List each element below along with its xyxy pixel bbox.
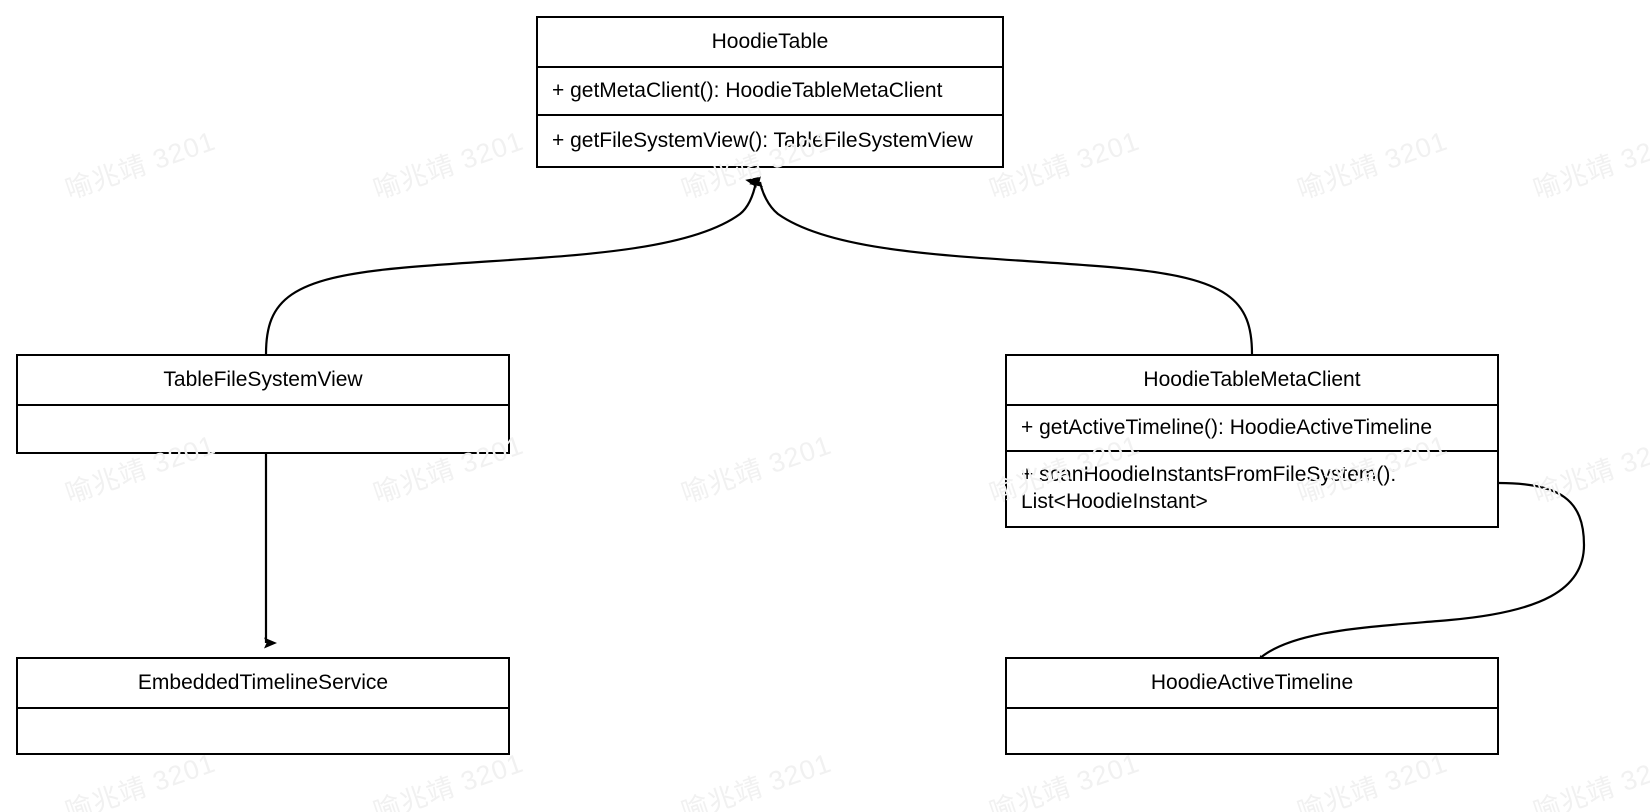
class-member-embedded-timeline-service-0 <box>18 709 508 753</box>
class-box-hoodie-active-timeline[interactable]: HoodieActiveTimeline <box>1005 657 1499 755</box>
class-member-hoodie-active-timeline-0 <box>1007 709 1497 753</box>
class-name-hoodie-table: HoodieTable <box>538 18 1002 68</box>
class-box-embedded-timeline-service[interactable]: EmbeddedTimelineService <box>16 657 510 755</box>
class-box-table-file-system-view[interactable]: TableFileSystemView <box>16 354 510 454</box>
class-name-hoodie-table-meta-client: HoodieTableMetaClient <box>1007 356 1497 406</box>
class-member-hoodie-table-0: + getMetaClient(): HoodieTableMetaClient <box>538 68 1002 116</box>
edge-hoodietablemetaclient-to-hoodietable <box>749 176 1254 355</box>
edge-tablefilesystemview-to-hoodietable <box>264 176 760 355</box>
class-box-hoodie-table-meta-client[interactable]: HoodieTableMetaClient + getActiveTimelin… <box>1005 354 1499 528</box>
class-name-embedded-timeline-service: EmbeddedTimelineService <box>18 659 508 709</box>
class-member-table-file-system-view-0 <box>18 406 508 452</box>
class-member-hoodie-table-1: + getFileSystemView(): TableFileSystemVi… <box>552 128 973 152</box>
class-member-hoodie-table-meta-client-1: + scanHoodieInstantsFromFileSystem(): Li… <box>1021 463 1397 513</box>
edge-hoodietablemetaclient-to-hoodieactivetimeline <box>1252 481 1586 669</box>
class-box-hoodie-table[interactable]: HoodieTable + getMetaClient(): HoodieTab… <box>536 16 1004 168</box>
class-name-table-file-system-view: TableFileSystemView <box>18 356 508 406</box>
class-member-hoodie-table-meta-client-0: + getActiveTimeline(): HoodieActiveTimel… <box>1007 406 1497 452</box>
class-name-hoodie-active-timeline: HoodieActiveTimeline <box>1007 659 1497 709</box>
